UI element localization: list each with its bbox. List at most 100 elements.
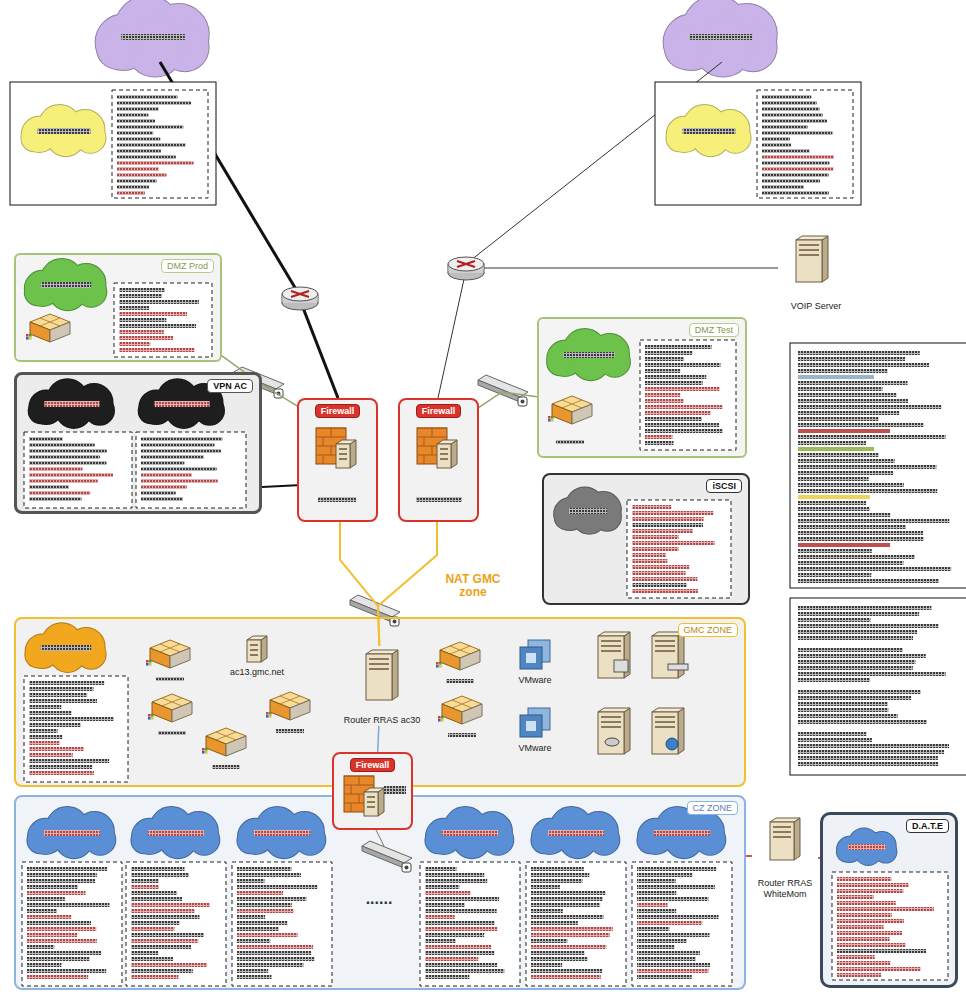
wan-link bbox=[300, 300, 338, 398]
server-top bbox=[152, 694, 192, 710]
redacted-text bbox=[637, 969, 708, 973]
tower-side bbox=[261, 636, 267, 662]
cloud-shape bbox=[594, 503, 621, 530]
cloud-shape bbox=[157, 379, 197, 419]
zone-tab-label: Firewall bbox=[315, 404, 361, 418]
cloud-shape bbox=[285, 812, 324, 851]
redacted-text bbox=[645, 399, 684, 403]
cloud-shape bbox=[695, 825, 725, 855]
brick-line bbox=[424, 455, 425, 464]
redacted-text bbox=[798, 624, 939, 628]
redacted-text bbox=[425, 897, 499, 901]
cloud-shape bbox=[531, 828, 556, 853]
redacted-text bbox=[762, 137, 790, 141]
redacted-text bbox=[637, 957, 696, 961]
redaction-frame bbox=[632, 862, 732, 986]
redacted-text bbox=[645, 351, 693, 355]
redacted-text bbox=[237, 909, 294, 913]
redacted-text bbox=[798, 636, 913, 640]
redacted-text bbox=[117, 167, 159, 171]
redacted-text bbox=[141, 455, 204, 459]
tower-front bbox=[247, 640, 261, 662]
redacted-text bbox=[425, 963, 497, 967]
redacted-text bbox=[131, 975, 178, 979]
illustration bbox=[832, 828, 948, 980]
cloud-shape bbox=[76, 384, 113, 421]
redacted-text bbox=[29, 717, 114, 721]
server-side bbox=[170, 648, 190, 668]
redacted-text bbox=[27, 969, 106, 973]
brick-line bbox=[359, 794, 360, 803]
cloud-shape bbox=[590, 334, 629, 373]
redacted-text bbox=[798, 381, 907, 385]
brick-line bbox=[359, 776, 360, 785]
redacted-text bbox=[798, 411, 899, 415]
server-side bbox=[172, 702, 192, 722]
cloud-shape bbox=[27, 828, 52, 853]
router-top bbox=[448, 257, 484, 271]
redacted-text bbox=[531, 915, 603, 919]
tower-front bbox=[598, 712, 624, 754]
illustration bbox=[416, 428, 462, 502]
tower-top bbox=[437, 440, 457, 444]
redacted-text bbox=[131, 939, 198, 943]
cloud-shape bbox=[532, 819, 567, 854]
redaction-frame bbox=[24, 432, 132, 508]
tower-top bbox=[770, 818, 800, 822]
globe bbox=[666, 738, 678, 750]
ellipsis-label: ...... bbox=[348, 890, 410, 908]
tower-slot bbox=[655, 716, 675, 718]
cloud-shape bbox=[837, 837, 862, 862]
cloud-shape bbox=[665, 821, 702, 858]
tower-side bbox=[392, 650, 398, 700]
redacted-text bbox=[531, 957, 587, 961]
cloud-shape bbox=[573, 500, 606, 533]
redacted-text bbox=[27, 933, 77, 937]
vmware-front bbox=[520, 715, 542, 737]
cloud-shape bbox=[590, 334, 629, 373]
windows-logo bbox=[436, 665, 439, 668]
cloud-shape bbox=[573, 500, 606, 533]
redacted-text bbox=[798, 519, 949, 523]
redacted-text bbox=[645, 345, 712, 349]
redacted-text bbox=[237, 921, 287, 925]
redacted-text bbox=[798, 720, 927, 724]
redacted-text bbox=[531, 963, 562, 967]
redacted-text bbox=[425, 975, 469, 979]
redacted-text bbox=[148, 830, 204, 836]
redacted-text bbox=[29, 699, 97, 703]
zone-tab-label: D.A.T.E bbox=[906, 819, 949, 833]
color-key-bar bbox=[798, 429, 890, 433]
cloud-shape bbox=[47, 379, 87, 419]
redacted-text bbox=[117, 173, 167, 177]
redacted-text bbox=[798, 702, 888, 706]
windows-logo bbox=[29, 337, 32, 340]
cloud-shape bbox=[586, 492, 621, 527]
redacted-text bbox=[29, 705, 61, 709]
redaction-frame bbox=[112, 90, 208, 198]
redaction-frame bbox=[126, 862, 226, 986]
redacted-text bbox=[44, 401, 99, 407]
redacted-text bbox=[632, 517, 704, 521]
redacted-text bbox=[798, 513, 890, 517]
node-illustration bbox=[17, 375, 259, 511]
brick-line bbox=[424, 437, 425, 446]
redacted-text bbox=[119, 312, 187, 316]
redacted-text bbox=[448, 733, 476, 737]
brick-line bbox=[351, 785, 352, 794]
redacted-text bbox=[637, 933, 709, 937]
brick-line bbox=[417, 428, 447, 429]
windows-logo bbox=[205, 751, 208, 754]
zone-label: NAT GMC zone bbox=[440, 573, 506, 599]
device-label: VOIP Server bbox=[791, 301, 841, 311]
redacted-text bbox=[762, 95, 811, 99]
redacted-text bbox=[798, 423, 924, 427]
redacted-text bbox=[637, 885, 715, 889]
windows-logo bbox=[148, 717, 151, 720]
redacted-text bbox=[531, 909, 563, 913]
redacted-text bbox=[117, 131, 153, 135]
redacted-text bbox=[254, 830, 310, 836]
redacted-text bbox=[131, 867, 184, 871]
redacted-text bbox=[798, 555, 915, 559]
color-key-bar bbox=[798, 495, 870, 499]
